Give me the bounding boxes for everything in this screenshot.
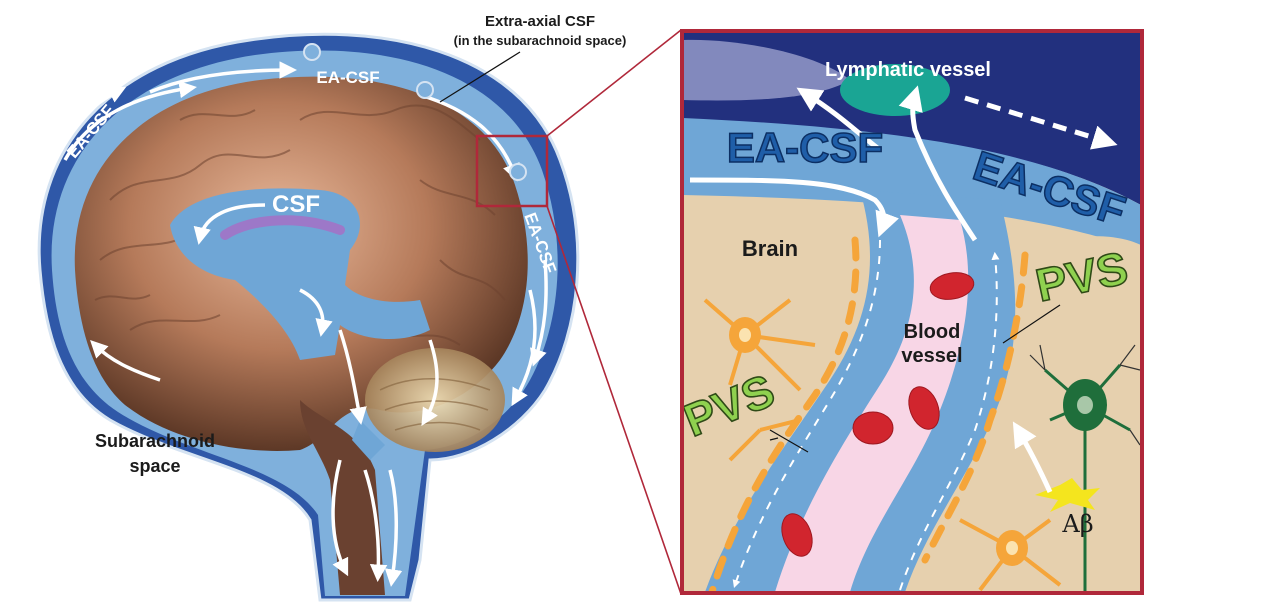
pvs-left-leader2 xyxy=(769,429,809,453)
perivascular-flow xyxy=(732,239,1000,591)
extra-axial-title: Extra-axial CSF xyxy=(485,13,595,30)
pvs-right-label: PVS xyxy=(1031,241,1132,311)
fourth-ventricle xyxy=(352,420,385,460)
subarachnoid-label-line2: space xyxy=(129,456,180,476)
subarachnoid-label-line1: Subarachnoid xyxy=(95,431,215,451)
zoom-frame xyxy=(680,29,1144,595)
blood-vessel-label-line2: vessel xyxy=(901,345,962,367)
blood-vessel-label-line1: Blood xyxy=(904,321,961,343)
astrocyte-right xyxy=(959,518,1062,592)
lymphatic-vessel-label: Lymphatic vessel xyxy=(825,59,991,81)
brainstem xyxy=(300,400,385,595)
csf-label: CSF xyxy=(272,191,320,218)
ea-csf-zoom-left-label: EA-CSF xyxy=(727,124,883,171)
red-blood-cells xyxy=(781,272,975,557)
csf-flow-arrows-zoom xyxy=(689,85,1053,494)
abeta-deposit xyxy=(1035,478,1100,512)
astrocyte-left xyxy=(703,298,816,462)
zoom-panel: Lymphatic vessel EA-CSF EA-CSF Brain Blo… xyxy=(683,32,1141,592)
extra-axial-subtitle: (in the subarachnoid space) xyxy=(454,33,627,48)
brain-label: Brain xyxy=(742,236,798,261)
choroid-plexus xyxy=(220,215,345,240)
astrocyte-endfeet xyxy=(708,236,1029,592)
lymph-dashed-arrow xyxy=(964,95,1118,150)
ea-csf-top-label: EA-CSF xyxy=(316,68,379,87)
arachnoid-granulations xyxy=(303,43,527,181)
subarachnoid-band xyxy=(683,118,1141,250)
gyri-texture xyxy=(94,104,506,346)
dura-light-patch xyxy=(683,39,850,101)
extra-axial-leader xyxy=(439,51,521,103)
pvs-left-leader xyxy=(769,437,779,441)
astrocyte-right-nucleus xyxy=(1006,541,1018,555)
pvs-right-leader xyxy=(1002,304,1061,344)
cerebellum-folia xyxy=(379,378,491,431)
neuron-nucleus xyxy=(1077,396,1093,414)
abeta-label: Aβ xyxy=(1061,510,1093,538)
astrocyte-left-nucleus xyxy=(739,328,751,342)
zoom-source-box xyxy=(475,134,549,208)
neuron-dendrites xyxy=(1029,344,1141,446)
csf-flow-arrows-left xyxy=(27,61,548,587)
blood-vessel xyxy=(775,215,969,592)
brain-panel: Extra-axial CSF (in the subarachnoid spa… xyxy=(27,13,627,602)
zoom-connectors xyxy=(546,29,682,595)
